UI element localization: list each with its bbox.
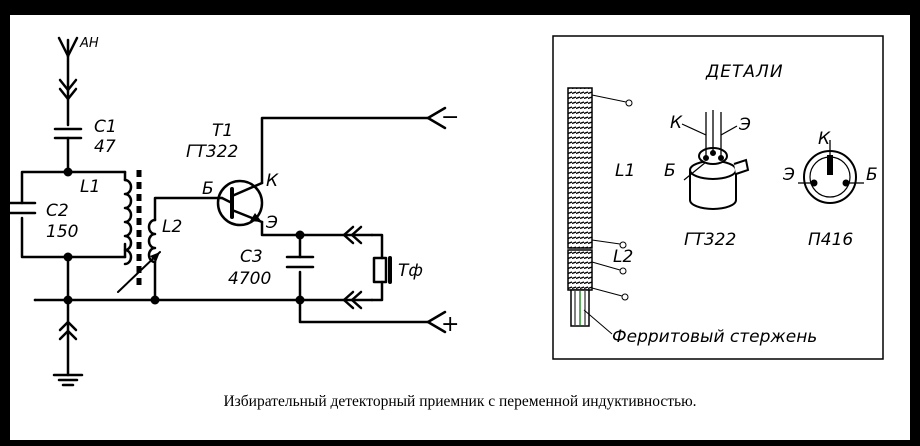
- details-title: ДЕТАЛИ: [705, 62, 784, 82]
- c2-value: 150: [46, 222, 78, 242]
- t1-type: ГТ322: [186, 142, 238, 162]
- details-l1-label: L1: [615, 161, 635, 181]
- capacitor-c2: [7, 201, 37, 215]
- l2-label: L2: [162, 217, 182, 237]
- lead-terminals: [591, 94, 633, 301]
- details-panel: ДЕТАЛИ L1 L2 Ферритовый стержень: [552, 35, 884, 360]
- p416-pin-k: К: [818, 129, 831, 149]
- rod-pointer: [583, 309, 613, 335]
- headphones-label: Тф: [398, 261, 423, 281]
- pin-b-label: Б: [202, 179, 214, 199]
- ground-symbol: [52, 373, 84, 387]
- figure-caption: Избирательный детекторный приемник с пер…: [223, 393, 697, 410]
- inductor-l2: [147, 196, 224, 302]
- inductor-l1: [123, 170, 133, 266]
- c3-name: C3: [240, 247, 263, 267]
- c2-name: C2: [46, 201, 69, 221]
- pin-k-label: К: [266, 171, 279, 191]
- junction-dots: [63, 167, 305, 305]
- capacitor-c3: [285, 255, 315, 269]
- plus-terminal: +: [441, 312, 459, 337]
- gt322-package: [681, 110, 750, 210]
- transistor-t1: [216, 179, 264, 227]
- circuit-diagram: [7, 36, 447, 387]
- c1-name: C1: [94, 117, 117, 137]
- antenna-symbol: [57, 36, 79, 127]
- ferrite-rod-label: Ферритовый стержень: [612, 327, 817, 347]
- gt322-name: ГТ322: [684, 230, 736, 250]
- ferrite-rod: [567, 87, 593, 327]
- gt322-pin-k: К: [670, 113, 683, 133]
- c3-value: 4700: [228, 269, 271, 289]
- t1-name: T1: [212, 121, 233, 141]
- gt322-pin-b: Б: [664, 161, 676, 181]
- c1-value: 47: [94, 137, 116, 157]
- p416-pin-e: Э: [782, 165, 795, 185]
- p416-package: [798, 140, 864, 204]
- details-l2-label: L2: [613, 247, 633, 267]
- gt322-pin-e: Э: [738, 115, 751, 135]
- antenna-label: АН: [79, 36, 99, 51]
- headphones-tf: [370, 233, 392, 302]
- l1-label: L1: [80, 177, 100, 197]
- p416-pin-b: Б: [866, 165, 878, 185]
- minus-terminal: −: [441, 105, 459, 130]
- pin-e-label: Э: [265, 213, 278, 233]
- capacitor-c1: [53, 127, 83, 174]
- p416-name: П416: [808, 230, 853, 250]
